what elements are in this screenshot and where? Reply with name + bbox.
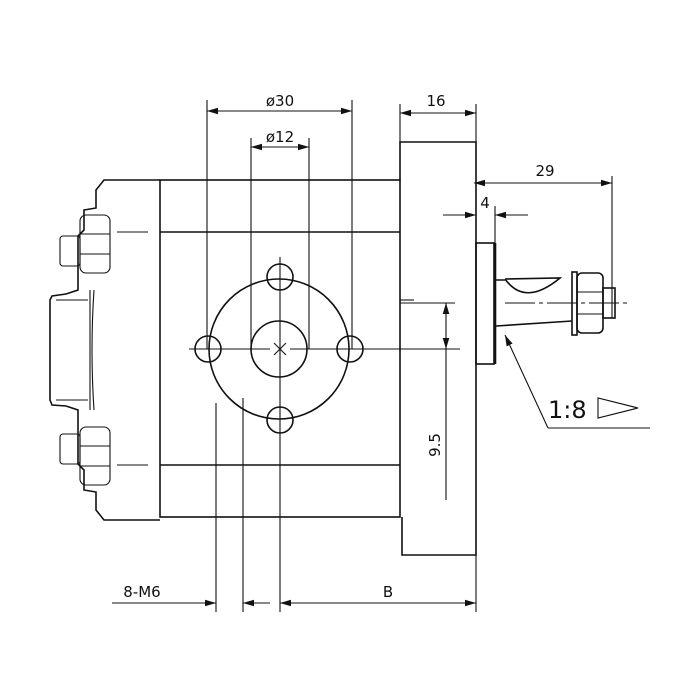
svg-text:ø30: ø30 xyxy=(266,92,294,110)
svg-text:16: 16 xyxy=(426,92,445,110)
shaft xyxy=(495,271,628,336)
dimension-8-m6: 8-M6 xyxy=(112,398,270,612)
nut-top xyxy=(59,214,111,274)
dimension-d12: ø12 xyxy=(250,128,310,349)
svg-text:B: B xyxy=(383,583,393,601)
taper-symbol-icon xyxy=(597,397,639,419)
dimension-16: 16 xyxy=(399,92,477,142)
svg-text:1:8: 1:8 xyxy=(548,396,587,424)
svg-text:29: 29 xyxy=(535,162,554,180)
svg-text:ø12: ø12 xyxy=(266,128,294,146)
dimension-29: 29 xyxy=(474,162,613,318)
end-cover xyxy=(49,179,160,521)
svg-text:4: 4 xyxy=(480,194,490,212)
dimension-b: B xyxy=(280,555,477,612)
dimension-9-5: 9.5 xyxy=(400,302,455,500)
taper-callout: 1:8 xyxy=(504,334,650,429)
svg-text:9.5: 9.5 xyxy=(426,433,444,457)
mounting-flange xyxy=(189,257,460,612)
nut-bottom xyxy=(59,426,111,486)
dimension-4: 4 xyxy=(443,194,528,243)
flange-block xyxy=(399,141,497,556)
svg-text:8-M6: 8-M6 xyxy=(123,583,160,601)
dimension-d30: ø30 xyxy=(206,92,353,349)
